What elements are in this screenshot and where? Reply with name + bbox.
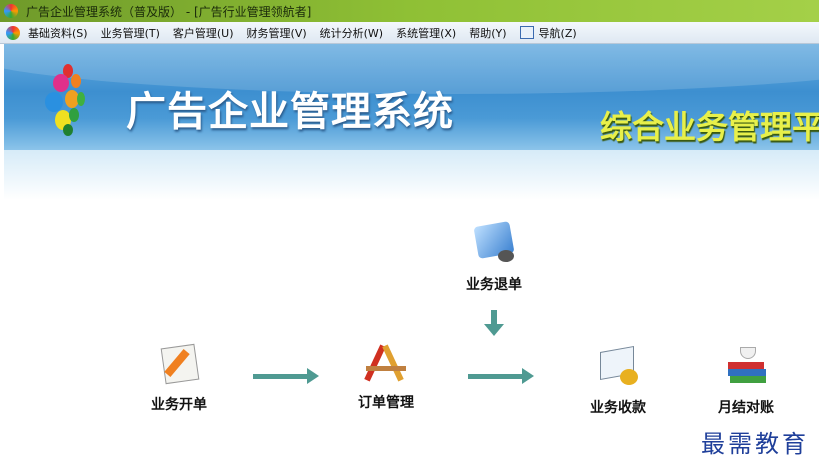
arrow-down: [484, 310, 504, 336]
menu-system[interactable]: 系统管理(X): [396, 26, 457, 40]
open-order-icon: [157, 342, 201, 386]
monthly-reconcile-icon: [724, 345, 768, 389]
menu-bar: 基础资料(S) 业务管理(T) 客户管理(U) 财务管理(V) 统计分析(W) …: [0, 22, 819, 44]
flow-open[interactable]: 业务开单: [151, 342, 207, 414]
refund-icon: [472, 221, 516, 266]
collect-payment-icon: [596, 345, 640, 389]
flow-order-label: 订单管理: [358, 395, 414, 411]
order-management-icon: [364, 340, 408, 384]
app-menu-icon[interactable]: [6, 25, 20, 40]
flow-monthly[interactable]: 月结对账: [718, 345, 774, 417]
flow-monthly-label: 月结对账: [718, 400, 774, 416]
menu-statistics[interactable]: 统计分析(W): [319, 26, 384, 40]
banner-fade: [4, 150, 819, 200]
banner-subtitle: 综合业务管理平: [600, 108, 819, 146]
arrow-right: [468, 368, 534, 384]
title-bar: 广告企业管理系统（普及版） - [广告行业管理领航者]: [0, 0, 819, 22]
flow-refund-label: 业务退单: [466, 277, 522, 293]
window-title: 广告企业管理系统（普及版） - [广告行业管理领航者]: [26, 4, 312, 19]
flow-collect[interactable]: 业务收款: [590, 345, 646, 417]
menu-basic-data[interactable]: 基础资料(S): [28, 26, 88, 40]
flow-open-label: 业务开单: [151, 397, 207, 413]
logo-icon: [45, 62, 109, 136]
menu-help[interactable]: 帮助(Y): [469, 26, 507, 40]
flow-refund[interactable]: 业务退单: [466, 221, 522, 294]
app-icon: [4, 4, 18, 18]
menu-finance[interactable]: 财务管理(V): [246, 26, 307, 40]
banner-title: 广告企业管理系统: [126, 89, 454, 135]
menu-navigation[interactable]: 导航(Z): [538, 26, 577, 40]
watermark: 最需教育: [701, 430, 809, 458]
menu-business[interactable]: 业务管理(T): [100, 26, 160, 40]
arrow-right: [253, 368, 319, 384]
flow-order[interactable]: 订单管理: [358, 340, 414, 412]
navigation-icon: [519, 26, 534, 39]
flow-collect-label: 业务收款: [590, 400, 646, 416]
banner: 广告企业管理系统 综合业务管理平: [4, 44, 819, 150]
menu-customer[interactable]: 客户管理(U): [172, 26, 234, 40]
